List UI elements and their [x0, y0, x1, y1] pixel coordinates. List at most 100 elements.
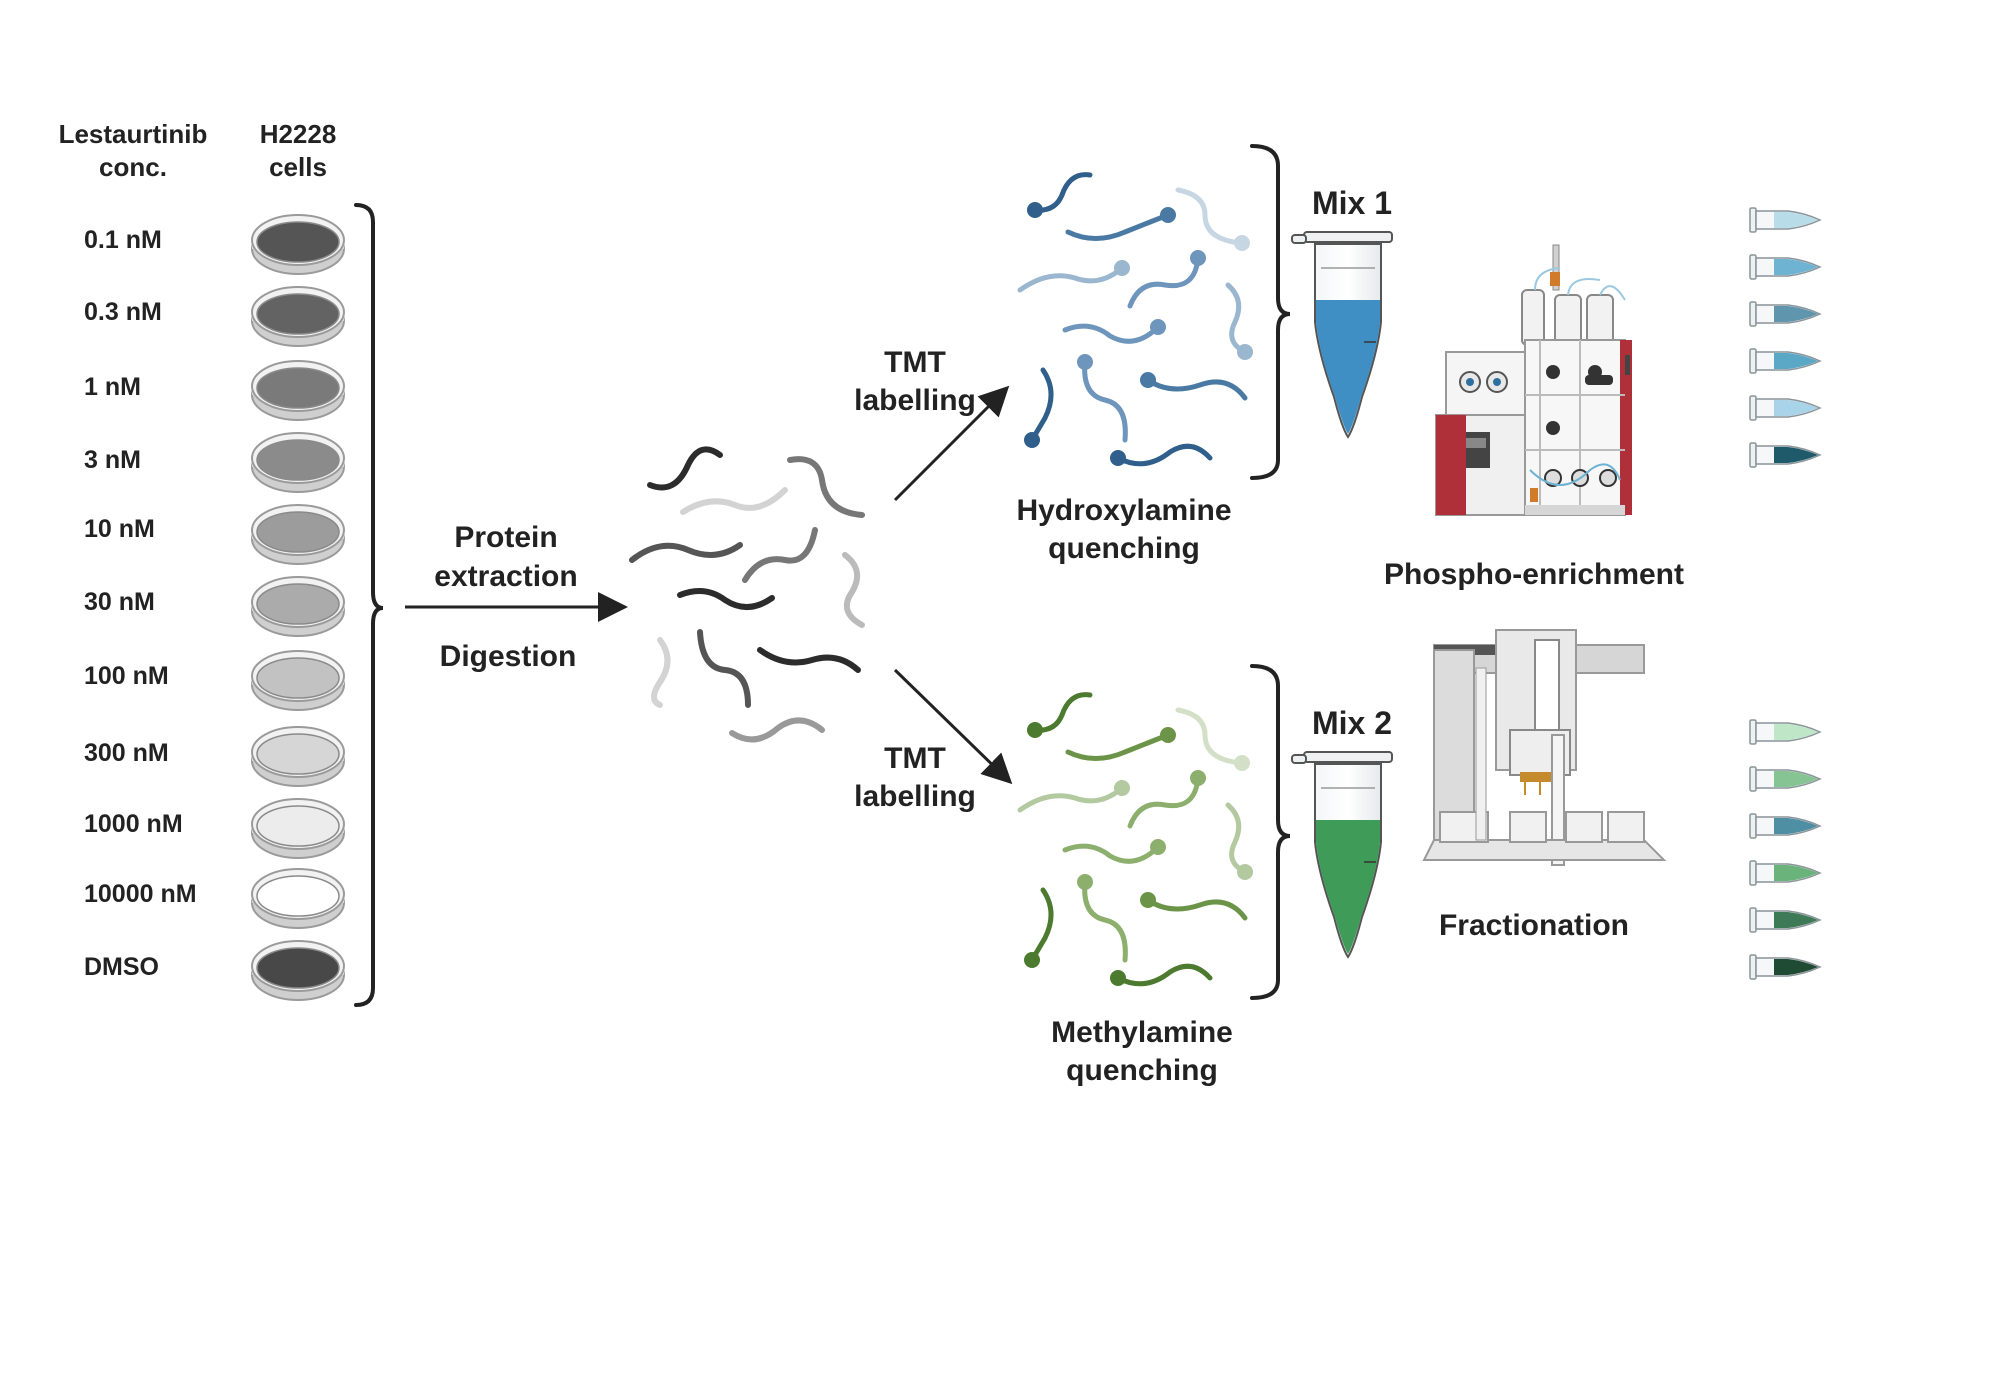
concentration-label: 100 nM	[84, 662, 169, 690]
hydroxylamine-quenching-line1: Hydroxylamine	[1016, 494, 1231, 527]
petri-dish-icon	[251, 286, 345, 347]
labelled-peptide	[1140, 892, 1248, 921]
sample-row: 0.3 nM	[84, 286, 345, 347]
tmt-arrow-top	[893, 385, 1010, 502]
fraction-tube-icon	[1749, 954, 1822, 980]
concentration-label: 3 nM	[84, 446, 141, 474]
cells-header-line1: H2228	[260, 119, 337, 149]
petri-dish-icon	[251, 504, 345, 565]
mix1-label: Mix 1	[1312, 185, 1392, 221]
fraction-tube-icon	[1749, 766, 1822, 792]
labelled-peptide	[1024, 367, 1054, 448]
phospho-fraction-tubes	[1749, 207, 1822, 468]
concentration-label: 0.1 nM	[84, 226, 162, 254]
cells-header-line2: cells	[269, 152, 327, 182]
peptide-strand	[842, 552, 865, 628]
sample-row: DMSO	[84, 940, 345, 1001]
tmt-labelling-bottom-line2: labelling	[854, 780, 976, 813]
sample-row: 1 nM	[84, 360, 345, 421]
labelled-peptide	[1225, 802, 1253, 880]
labelled-peptide	[1017, 260, 1130, 293]
sample-row: 3 nM	[84, 432, 345, 493]
concentration-header-line2: conc.	[99, 152, 167, 182]
tmt-arrow-bottom	[893, 668, 1013, 785]
labelled-peptide	[1065, 207, 1176, 241]
labelled-peptide	[1110, 963, 1213, 987]
petri-dish-icon	[251, 868, 345, 929]
digested-peptides	[629, 446, 865, 743]
peptide-strand	[629, 542, 743, 563]
sample-row: 100 nM	[84, 650, 345, 711]
labelled-peptide	[1062, 839, 1166, 864]
concentration-label: 0.3 nM	[84, 298, 162, 326]
fraction-tube-icon	[1749, 719, 1822, 745]
concentration-label: 1000 nM	[84, 810, 183, 838]
sample-row: 1000 nM	[84, 798, 345, 859]
concentration-label: 300 nM	[84, 739, 169, 767]
fractionation-tubes	[1749, 719, 1822, 980]
petri-dish-icon	[251, 214, 345, 275]
labelled-peptide	[1225, 282, 1253, 360]
peptide-strand	[680, 487, 788, 515]
fraction-tube-icon	[1749, 813, 1822, 839]
labelled-peptide	[1077, 354, 1128, 443]
fraction-tube-icon	[1749, 442, 1822, 468]
tmt-labelling-top-line1: TMT	[884, 346, 946, 379]
peptide-strand	[677, 588, 775, 610]
tmt-labelled-peptides-bottom	[1017, 692, 1253, 987]
mix1-tube-icon	[1291, 231, 1393, 439]
labelled-peptide	[1027, 172, 1093, 218]
fractionator-instrument-icon	[1422, 629, 1667, 866]
labelled-peptide	[1024, 887, 1054, 968]
fraction-tube-icon	[1749, 301, 1822, 327]
sample-list: 0.1 nM 0.3 nM 1 nM 3 nM 10 nM 30 nM 100 …	[84, 214, 345, 1001]
labelled-peptide	[1027, 692, 1093, 738]
concentration-header-line1: Lestaurtinib	[59, 119, 208, 149]
fraction-tube-icon	[1749, 907, 1822, 933]
labelled-peptide	[1077, 874, 1128, 963]
phospho-enrichment-label: Phospho-enrichment	[1384, 558, 1684, 591]
digestion-label: Digestion	[440, 640, 577, 673]
labelled-peptide	[1127, 250, 1206, 309]
petri-dish-icon	[251, 650, 345, 711]
concentration-label: 10 nM	[84, 515, 155, 543]
petri-dish-icon	[251, 798, 345, 859]
sample-row: 30 nM	[84, 576, 345, 637]
petri-dish-icon	[251, 726, 345, 787]
labelled-peptide	[1110, 443, 1213, 467]
petri-dish-icon	[251, 360, 345, 421]
hydroxylamine-quenching-line2: quenching	[1048, 532, 1200, 565]
labelled-peptide	[1017, 780, 1130, 813]
tmt-labelling-bottom-line1: TMT	[884, 742, 946, 775]
petri-dish-icon	[251, 940, 345, 1001]
petri-dish-icon	[251, 432, 345, 493]
methylamine-quenching-line2: quenching	[1066, 1054, 1218, 1087]
peptide-strand	[787, 456, 865, 518]
protein-extraction-label-line1: Protein	[454, 521, 557, 554]
mix2-label: Mix 2	[1312, 705, 1392, 741]
labelled-peptide	[1140, 372, 1248, 401]
sample-group-brace	[354, 203, 384, 1007]
sample-row: 300 nM	[84, 726, 345, 787]
concentration-label: DMSO	[84, 953, 159, 981]
peptide-strand	[742, 527, 818, 583]
tmt-labelling-top-line2: labelling	[854, 384, 976, 417]
peptide-strand	[757, 647, 861, 673]
fraction-tube-icon	[1749, 207, 1822, 233]
tmt-labelled-peptides-top	[1017, 172, 1253, 467]
peptide-strand	[697, 629, 751, 708]
hplc-instrument-icon	[1435, 244, 1632, 516]
concentration-label: 1 nM	[84, 373, 141, 401]
labelled-peptide	[1175, 187, 1250, 251]
peptide-strand	[651, 637, 671, 708]
fraction-tube-icon	[1749, 348, 1822, 374]
labelled-peptide	[1065, 727, 1176, 761]
concentration-label: 30 nM	[84, 588, 155, 616]
mix2-brace	[1250, 664, 1291, 1000]
fraction-tube-icon	[1749, 395, 1822, 421]
labelled-peptide	[1175, 707, 1250, 771]
sample-row: 10 nM	[84, 504, 345, 565]
mix2-tube-icon	[1291, 751, 1393, 959]
labelled-peptide	[1062, 319, 1166, 344]
